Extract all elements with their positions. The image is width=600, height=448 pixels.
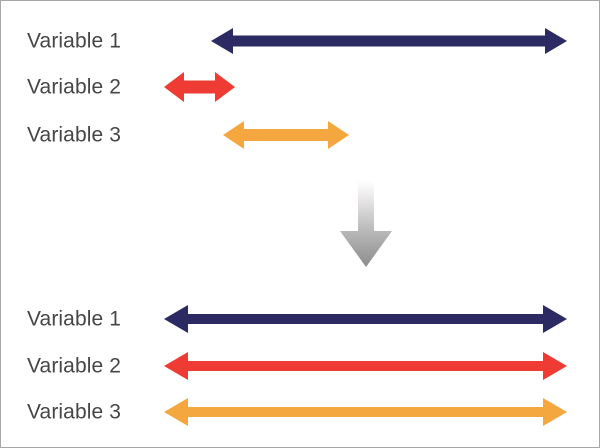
double-headed-arrow-shape [164, 352, 567, 380]
arrow-before-variable-2 [164, 70, 235, 104]
arrow-after-variable-2 [164, 349, 567, 383]
label-before-variable-1: Variable 1 [27, 29, 122, 53]
arrow-before-variable-3 [223, 118, 349, 152]
double-headed-arrow-shape [223, 121, 349, 149]
label-after-variable-3: Variable 3 [27, 400, 122, 424]
double-headed-arrow-shape [164, 72, 235, 102]
down-arrow-shape [340, 181, 392, 267]
label-after-variable-2: Variable 2 [27, 354, 122, 378]
arrow-before-variable-1 [211, 24, 567, 58]
double-headed-arrow-shape [164, 398, 567, 426]
transform-down-arrow [340, 181, 392, 267]
arrow-after-variable-1 [164, 302, 567, 336]
label-before-variable-3: Variable 3 [27, 123, 122, 147]
arrow-after-variable-3 [164, 395, 567, 429]
label-before-variable-2: Variable 2 [27, 75, 122, 99]
label-after-variable-1: Variable 1 [27, 307, 122, 331]
double-headed-arrow-shape [211, 28, 567, 54]
double-headed-arrow-shape [164, 305, 567, 333]
